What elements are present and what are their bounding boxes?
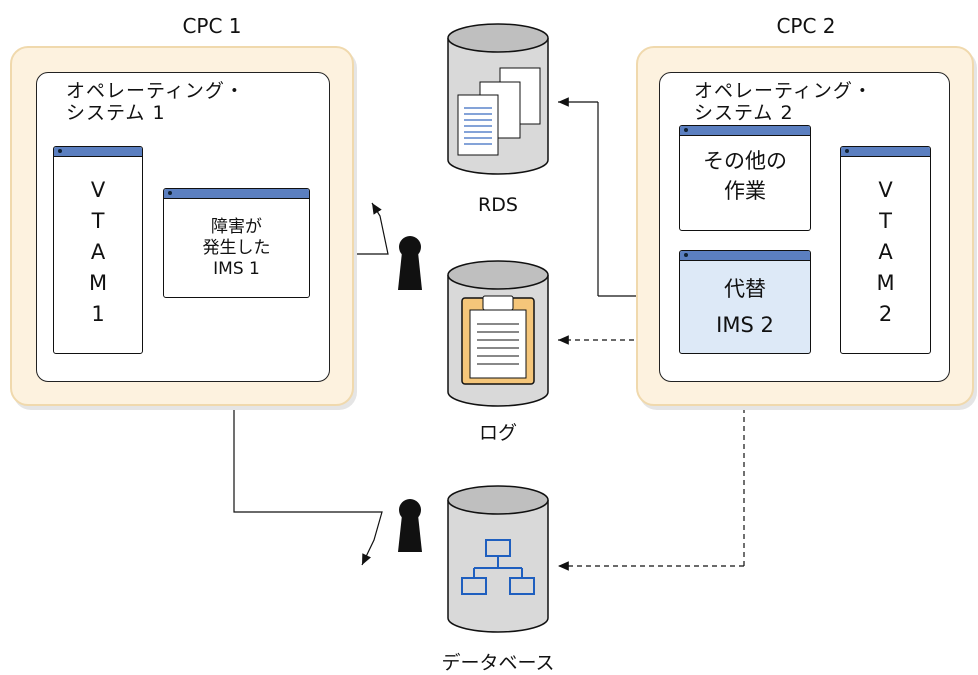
rds-label: RDS — [478, 194, 518, 216]
window-bar — [54, 147, 142, 157]
database-label: データベース — [441, 652, 555, 674]
cpc1-vtam-window: V T A M 1 — [53, 146, 143, 354]
rds-cylinder — [447, 23, 549, 175]
cpc2-vtam-window: V T A M 2 — [840, 146, 931, 354]
log-cylinder — [447, 260, 549, 407]
hierarchy-icon — [461, 539, 535, 595]
cpc2-os-label: オペレーティング・ システム 2 — [694, 80, 873, 124]
cpc2-title: CPC 2 — [776, 14, 836, 38]
lock-icon — [398, 499, 422, 552]
lock-icon — [398, 236, 422, 290]
window-bar — [680, 251, 810, 261]
window-bar — [841, 147, 930, 157]
database-cylinder — [447, 485, 549, 633]
log-label: ログ — [478, 422, 517, 444]
cpc1-os-label: オペレーティング・ システム 1 — [66, 80, 245, 124]
cpc1-failed-ims-window: 障害が 発生した IMS 1 — [163, 188, 310, 298]
documents-icon — [457, 67, 541, 156]
window-bar — [164, 189, 309, 199]
cpc1-title: CPC 1 — [182, 14, 242, 38]
cpc2-alt-ims-window: 代替 IMS 2 — [679, 250, 811, 354]
window-bar — [680, 126, 810, 136]
cpc2-other-work-window: その他の 作業 — [679, 125, 811, 231]
failed-db-link — [233, 300, 383, 566]
clipboard-icon — [461, 295, 535, 385]
